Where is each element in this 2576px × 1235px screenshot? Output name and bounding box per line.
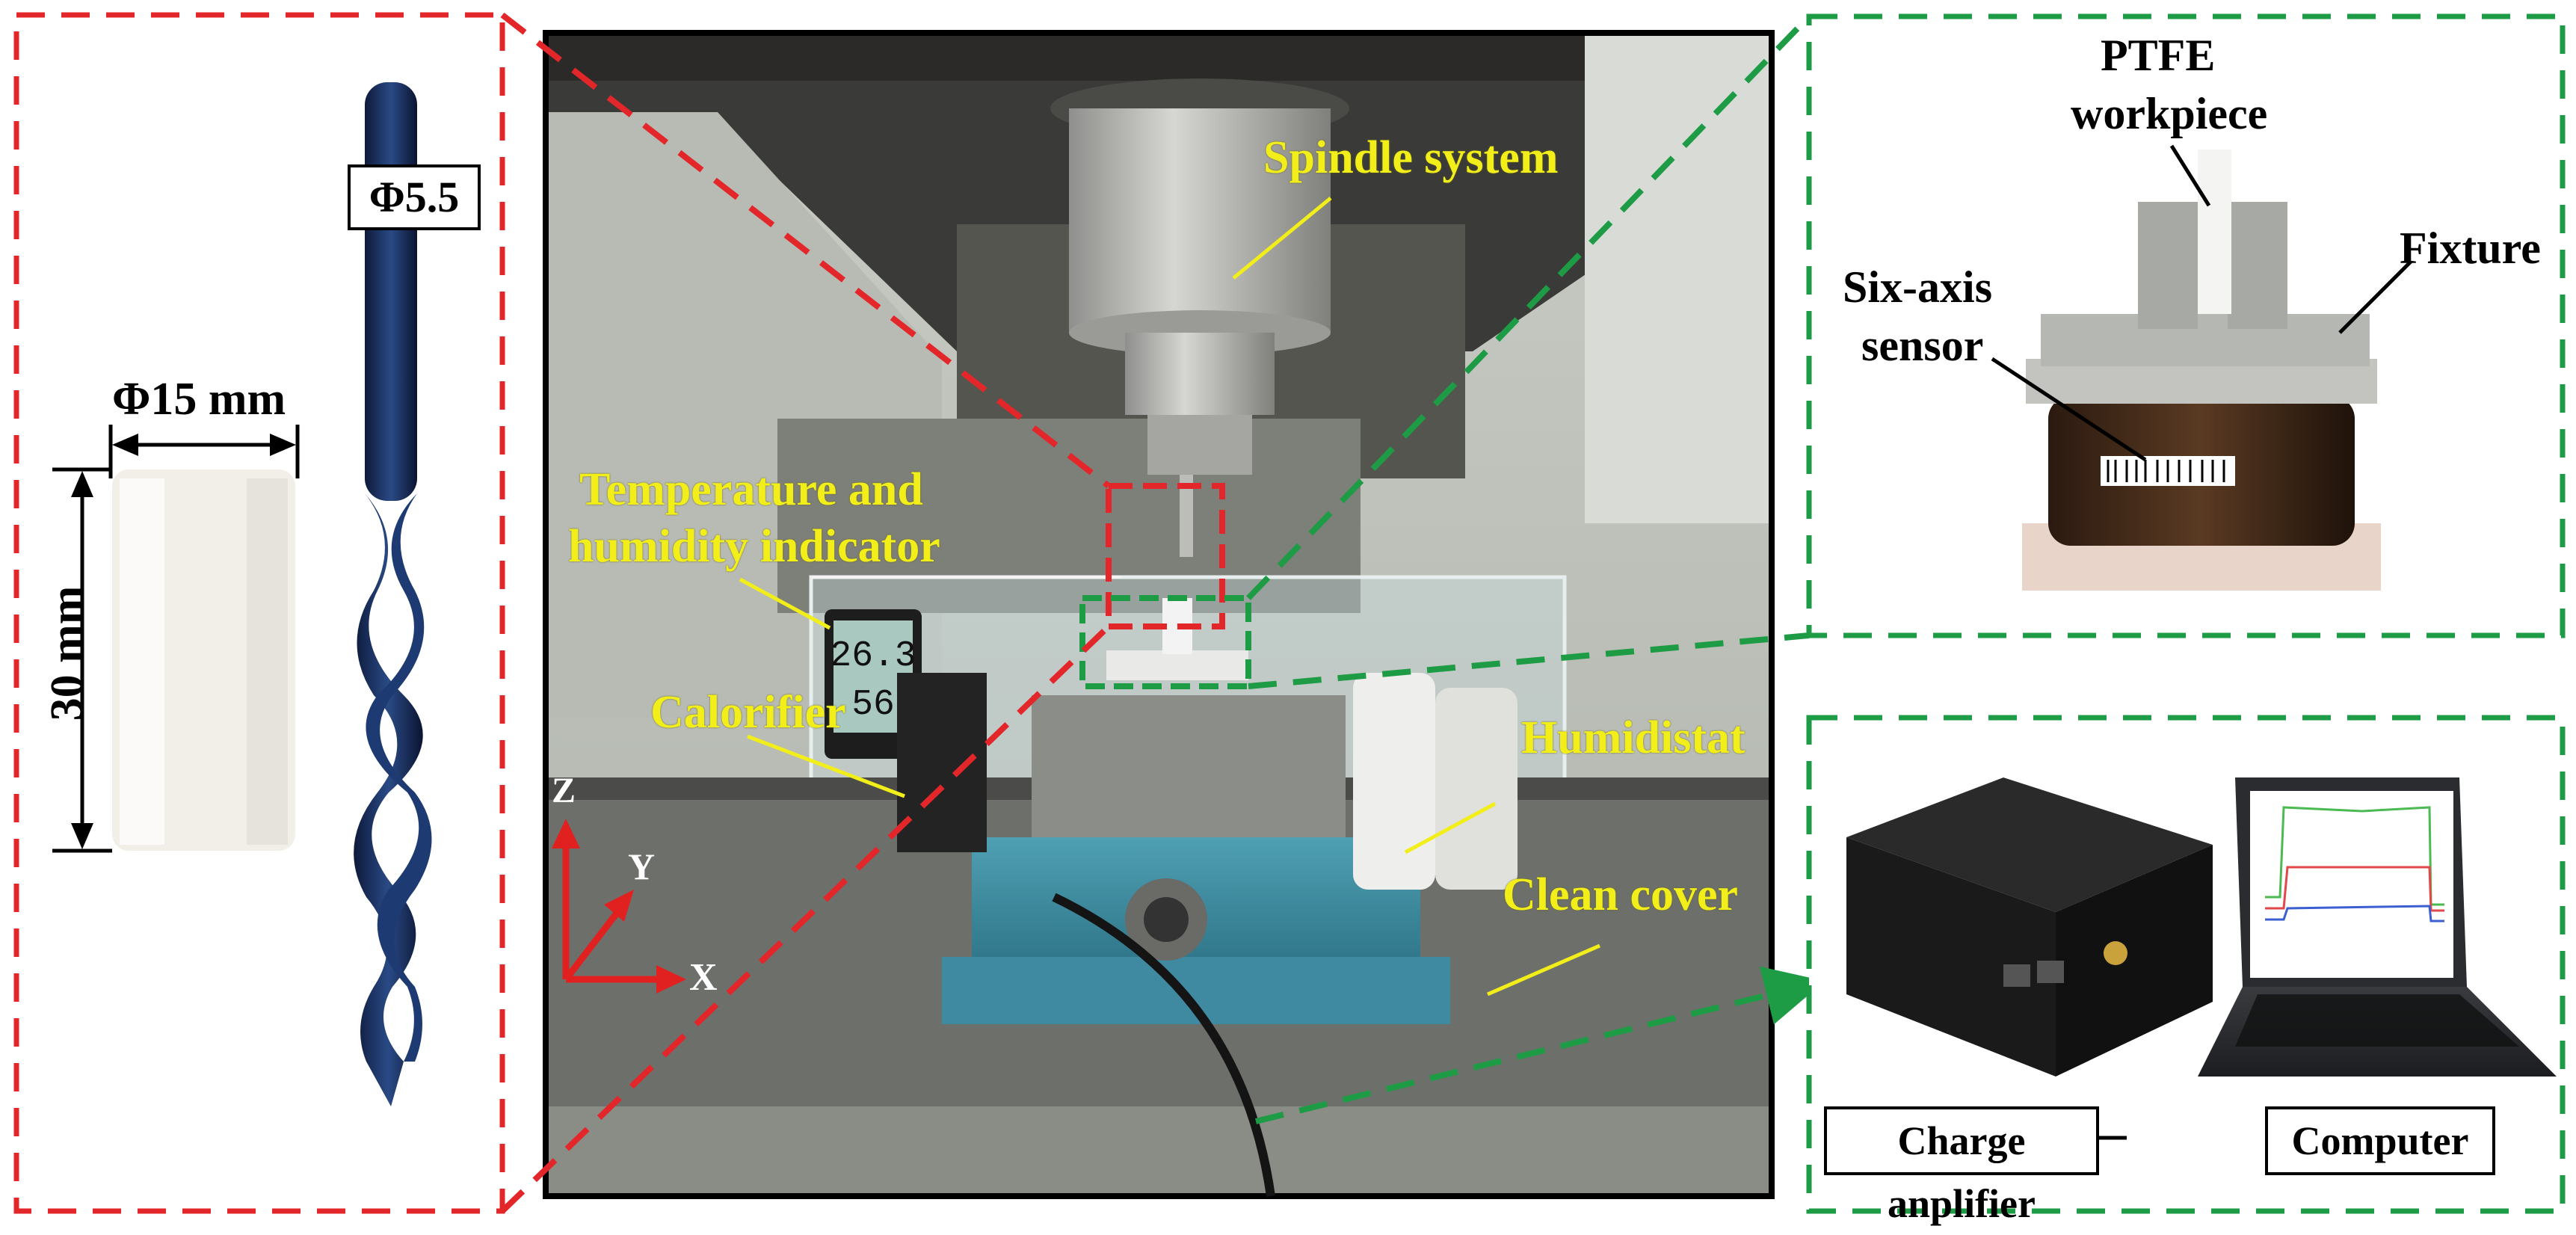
fixture-label: Fixture — [2400, 224, 2541, 273]
ptfe-workpiece-label-line1: PTFE — [2101, 31, 2216, 80]
humidistat-label: Humidistat — [1521, 712, 1745, 763]
machine-photo-panel: 26.3 56 — [543, 30, 1775, 1199]
six-axis-sensor-label-line2: sensor — [1861, 321, 1984, 370]
ptfe-specimen-image — [112, 469, 295, 851]
spindle-system-label: Spindle system — [1263, 132, 1559, 183]
ptfe-workpiece-image — [2198, 150, 2231, 314]
drill-diameter-label: Φ5.5 — [348, 164, 481, 230]
charge-amplifier-image — [1846, 777, 2213, 1077]
axis-z-label: Z — [552, 771, 576, 810]
six-axis-sensor-label-line1: Six-axis — [1843, 262, 1993, 312]
diameter-dimension — [108, 425, 300, 478]
display-temperature: 26.3 — [830, 636, 916, 677]
temperature-indicator-label-line1: Temperature and — [579, 464, 923, 515]
temperature-humidity-display: 26.3 56 — [825, 609, 922, 759]
specimen-height-label: 30 mm — [42, 585, 93, 721]
daq-panel — [1806, 715, 2566, 1214]
calorifier-label: Calorifier — [650, 687, 846, 738]
vise-image — [942, 695, 1450, 1024]
laptop-image — [2198, 777, 2557, 1077]
specimen-diameter-label: Φ15 mm — [112, 374, 286, 425]
temperature-indicator-label-line2: humidity indicator — [568, 521, 940, 572]
red-connectors — [500, 12, 1111, 1213]
coordinate-axes — [552, 819, 686, 994]
clean-cover-label: Clean cover — [1503, 869, 1739, 920]
axis-y-label: Y — [628, 846, 656, 887]
height-dimension — [52, 467, 112, 853]
calorifier-image — [897, 673, 987, 852]
spindle-image — [1050, 78, 1349, 557]
green-connectors — [1246, 14, 1825, 1124]
axis-x-label: X — [689, 956, 718, 999]
charge-amplifier-label: Charge anplifier — [1824, 1106, 2099, 1226]
display-humidity: 56 — [851, 685, 895, 725]
fixture-panel — [1806, 13, 2566, 638]
ptfe-workpiece-label-line2: workpiece — [2071, 89, 2268, 138]
humidistat-image — [1353, 673, 1517, 890]
computer-label: Computer — [2265, 1106, 2495, 1175]
